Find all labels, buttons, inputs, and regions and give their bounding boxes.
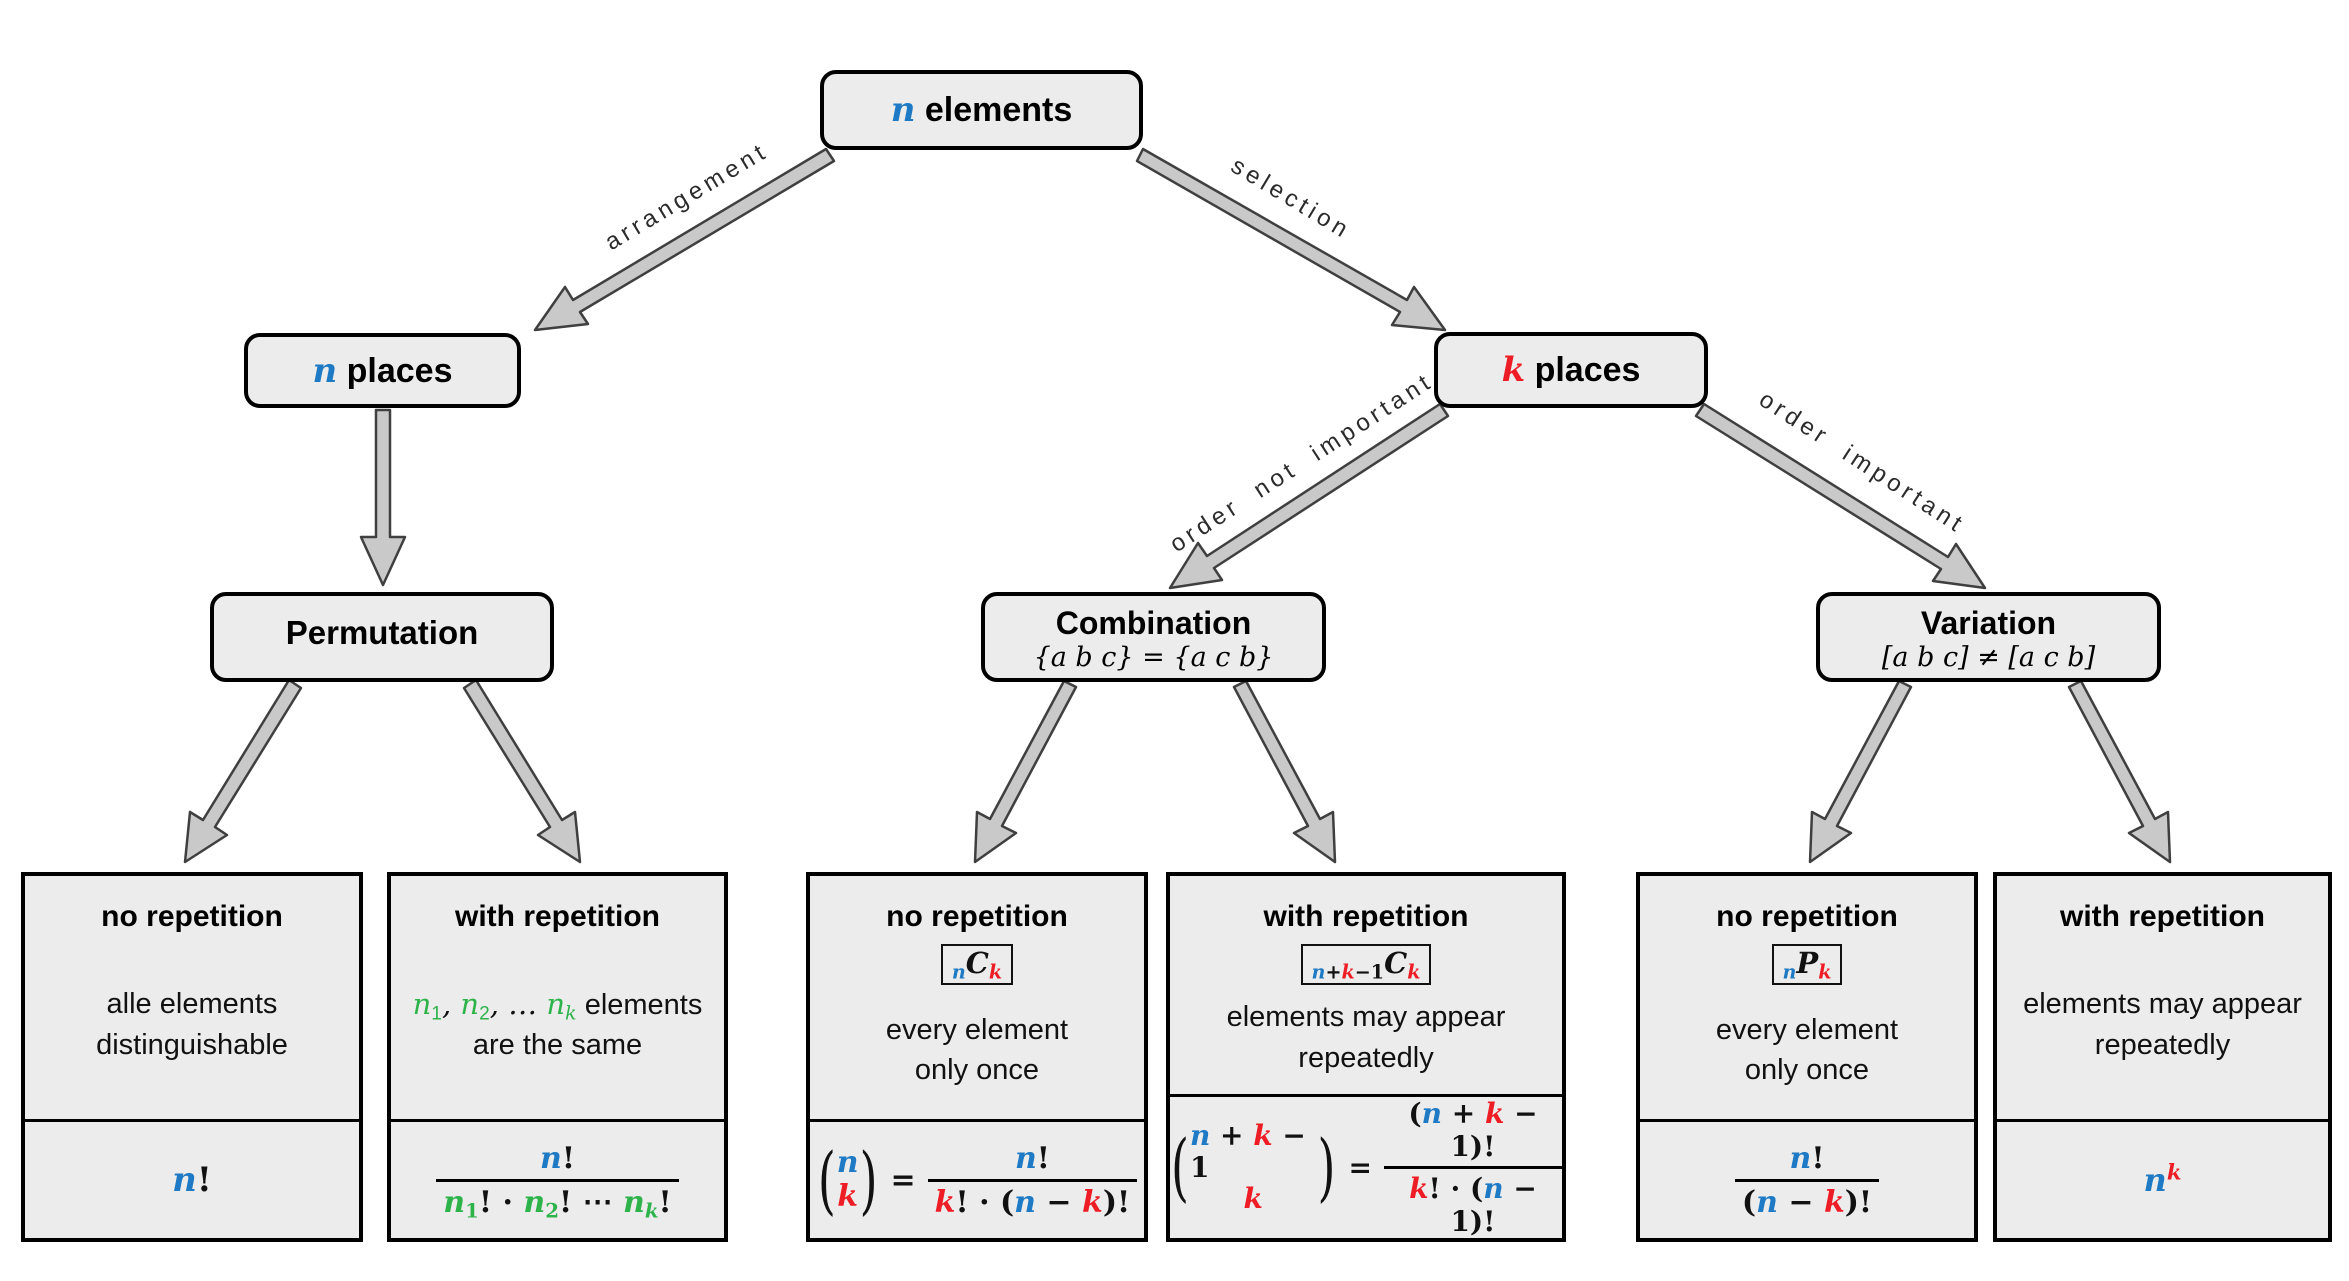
fraction-denominator: (n − k)! xyxy=(1734,1178,1880,1220)
node-n-elements: n elements xyxy=(820,70,1143,150)
box-title: no repetition xyxy=(886,900,1068,933)
fraction-numerator: n! xyxy=(540,1140,575,1176)
arrow-nplaces-to-permutation xyxy=(359,408,407,587)
fraction-numerator: n! xyxy=(1014,1140,1050,1176)
binomial-top: n + k − 1 xyxy=(1189,1119,1306,1184)
left-paren: ( xyxy=(817,1136,836,1224)
description-line-1: elements may appear xyxy=(2023,988,2302,1021)
arrow-selection xyxy=(1135,147,1447,332)
box-description: elements may appear repeatedly xyxy=(1227,985,1506,1094)
box-description: elements may appear repeatedly xyxy=(2023,934,2302,1119)
binomial-bottom: k xyxy=(1243,1182,1263,1216)
description-line-2: distinguishable xyxy=(96,1028,288,1061)
equals-sign: = xyxy=(1348,1151,1372,1184)
box-title: no repetition xyxy=(1716,900,1898,933)
fraction: n! n1! · n2! ⋯ nk! xyxy=(436,1140,679,1220)
description-line-1: alle elements xyxy=(106,988,278,1021)
node-combination-label: Combination xyxy=(1055,605,1252,642)
fraction-denominator: k! · (n − 1)! xyxy=(1383,1166,1562,1238)
description-line-2: only once xyxy=(1744,1054,1870,1086)
node-variation-label: Variation xyxy=(1920,605,2057,642)
box-description: n1, n2, … nk elements are the same xyxy=(413,934,703,1119)
box-variation-no-repetition: no repetition nPk every element only onc… xyxy=(1636,872,1978,1242)
node-permutation-label: Permutation xyxy=(285,614,479,651)
description-line-2: only once xyxy=(914,1054,1040,1086)
formula-k-permutation: n! (n − k)! xyxy=(1640,1119,1974,1238)
fraction: n! (n − k)! xyxy=(1734,1140,1880,1220)
box-title: with repetition xyxy=(2060,900,2265,933)
right-paren: ) xyxy=(1317,1124,1336,1211)
binomial-coefficient: ( n + k − 1 k ) xyxy=(1170,1120,1336,1214)
arrow-combination-to-no-repetition xyxy=(973,679,1078,864)
arrow-variation-to-no-repetition xyxy=(1808,679,1913,864)
arrow-variation-to-with-repetition xyxy=(2067,679,2172,864)
node-combination: Combination {a b c} = {a c b} xyxy=(981,592,1326,682)
binomial-stack: n + k − 1 k xyxy=(1190,1120,1317,1214)
formula-n-power-k: nk xyxy=(1997,1119,2328,1238)
fraction-denominator: n1! · n2! ⋯ nk! xyxy=(436,1178,679,1220)
box-description: alle elements distinguishable xyxy=(96,934,288,1119)
box-description: every element only once xyxy=(886,985,1068,1119)
box-permutation-no-repetition: no repetition alle elements distinguisha… xyxy=(21,872,363,1242)
fraction-denominator: k! · (n − k)! xyxy=(927,1178,1138,1220)
description-line-2: repeatedly xyxy=(2094,1028,2231,1061)
fraction: (n + k − 1)! k! · (n − 1)! xyxy=(1383,1097,1562,1238)
arrow-combination-to-with-repetition xyxy=(1232,679,1337,864)
formula-n-factorial: n! xyxy=(25,1119,359,1238)
box-title: no repetition xyxy=(101,900,283,933)
formula: n! xyxy=(172,1160,212,1200)
arrow-order-important xyxy=(1694,402,1987,590)
box-combination-no-repetition: no repetition nCk every element only onc… xyxy=(806,872,1148,1242)
description-line-1: elements may appear xyxy=(1226,1001,1506,1034)
node-n-places: n places xyxy=(244,333,521,408)
binomial-bottom: k xyxy=(837,1179,859,1214)
description-line-2: are the same xyxy=(472,1029,643,1061)
formula-binomial: ( n k ) = n! k! · (n − k)! xyxy=(810,1119,1144,1238)
node-k-places-label: k places xyxy=(1501,350,1641,390)
node-combination-subtitle: {a b c} = {a c b} xyxy=(1033,642,1274,674)
node-permutation: Permutation xyxy=(210,592,554,682)
badge-nCk: nCk xyxy=(940,944,1014,985)
arrow-arrangement xyxy=(533,147,836,332)
node-k-places: k places xyxy=(1434,332,1708,408)
fraction-numerator: (n + k − 1)! xyxy=(1408,1097,1538,1163)
description-line-1: n1, n2, … nk elements xyxy=(413,984,703,1025)
description-line-1: every element xyxy=(1715,1013,1899,1046)
arrow-order-not-important xyxy=(1168,402,1450,590)
description-math: n1, n2, … nk elements xyxy=(412,986,703,1025)
formula: nk xyxy=(2143,1159,2182,1199)
equals-sign: = xyxy=(890,1162,916,1198)
arrow-permutation-to-with-repetition xyxy=(462,678,582,864)
box-variation-with-repetition: with repetition elements may appear repe… xyxy=(1993,872,2332,1242)
description-line-2: repeatedly xyxy=(1298,1041,1434,1074)
left-paren: ( xyxy=(1171,1124,1189,1211)
binomial-stack: n k xyxy=(837,1146,859,1213)
description-line-1: every element xyxy=(885,1013,1069,1046)
box-permutation-with-repetition: with repetition n1, n2, … nk elements ar… xyxy=(387,872,728,1242)
box-title: with repetition xyxy=(1263,900,1469,933)
right-paren: ) xyxy=(859,1136,878,1224)
box-combination-with-repetition: with repetition n+k−1Ck elements may app… xyxy=(1166,872,1566,1242)
formula-multiset-binomial: ( n + k − 1 k ) = (n + k − 1)! k! · (n −… xyxy=(1170,1094,1562,1238)
badge-nPk: nPk xyxy=(1771,944,1843,985)
node-n-places-label: n places xyxy=(312,350,453,391)
box-description: every element only once xyxy=(1716,985,1898,1119)
formula-multinomial: n! n1! · n2! ⋯ nk! xyxy=(391,1119,724,1238)
fraction: n! k! · (n − k)! xyxy=(927,1140,1138,1220)
binomial-top: n xyxy=(836,1145,859,1181)
node-variation-subtitle: [a b c] ≠ [a c b] xyxy=(1881,642,2096,674)
node-variation: Variation [a b c] ≠ [a c b] xyxy=(1816,592,2161,682)
binomial-coefficient: ( n k ) xyxy=(817,1137,879,1223)
arrow-permutation-to-no-repetition xyxy=(183,678,303,864)
badge-n-plus-k-minus-1-Ck: n+k−1Ck xyxy=(1300,944,1432,985)
fraction-numerator: n! xyxy=(1789,1140,1825,1176)
box-title: with repetition xyxy=(455,900,660,933)
node-n-elements-label: n elements xyxy=(890,90,1073,130)
